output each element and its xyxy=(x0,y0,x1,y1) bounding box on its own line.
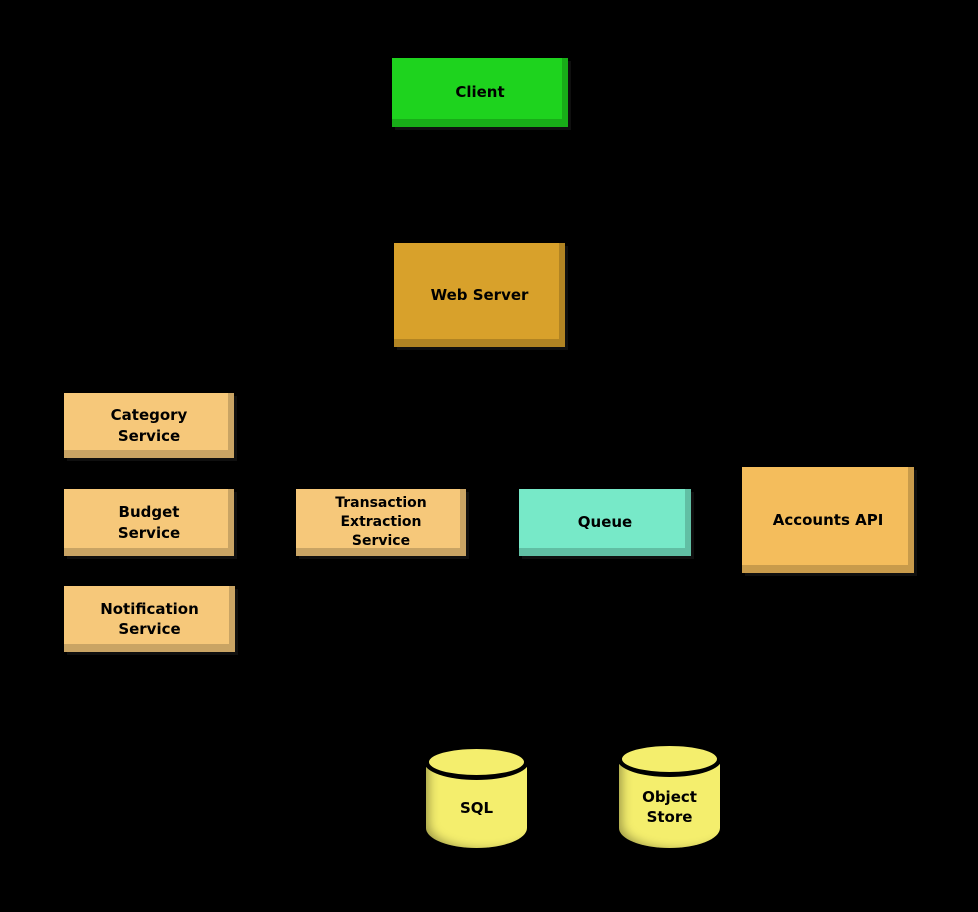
node-object-store-cylinder: Object Store xyxy=(617,741,722,848)
node-web-server-label: Web Server xyxy=(430,285,529,304)
node-object-store-label: Object Store xyxy=(642,787,697,826)
node-accounts-api-label: Accounts API xyxy=(772,510,884,529)
node-sql-label: SQL xyxy=(459,799,494,818)
node-client: Client xyxy=(392,58,568,127)
node-queue-label: Queue xyxy=(577,513,633,532)
node-notification-service: Notification Service xyxy=(64,586,235,652)
node-budget-service-label: Budget Service xyxy=(117,503,181,542)
node-budget-service: Budget Service xyxy=(64,489,234,556)
node-transaction-extraction-service-label: Transaction Extraction Service xyxy=(335,495,427,549)
node-notification-service-label: Notification Service xyxy=(100,599,199,638)
node-sql-database-cylinder: SQL xyxy=(424,744,529,848)
node-category-service-label: Category Service xyxy=(110,406,188,445)
node-category-service: Category Service xyxy=(64,393,234,458)
node-accounts-api: Accounts API xyxy=(742,467,914,573)
node-queue: Queue xyxy=(519,489,691,556)
node-transaction-extraction-service: Transaction Extraction Service xyxy=(296,489,466,556)
node-client-label: Client xyxy=(455,83,505,102)
node-web-server: Web Server xyxy=(394,243,565,347)
